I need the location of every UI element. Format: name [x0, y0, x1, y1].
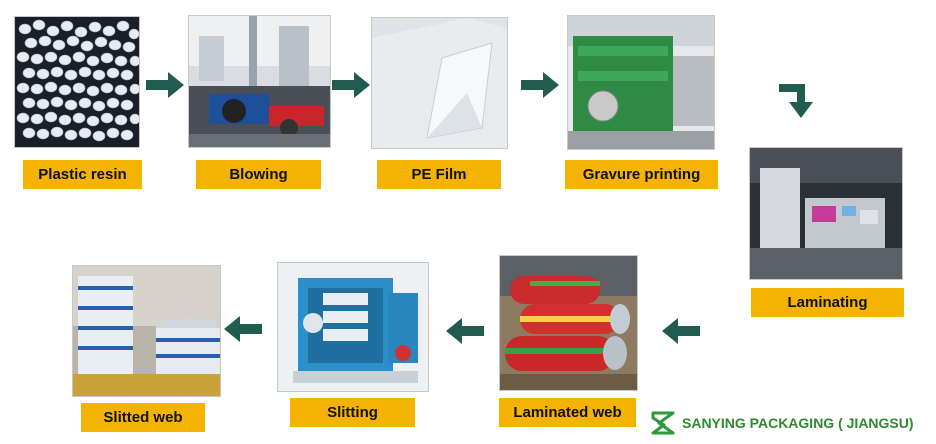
company-logo-icon — [650, 410, 676, 436]
arrow-left-icon — [446, 318, 484, 344]
arrow-right-icon — [521, 72, 559, 98]
arrow-left-icon — [662, 318, 700, 344]
arrow-turn-down-icon — [779, 80, 823, 120]
photo-slitting — [277, 262, 429, 392]
photo-plastic-resin — [14, 16, 140, 148]
brand: SANYING PACKAGING ( JIANGSU) — [650, 408, 934, 438]
photo-pe-film — [371, 17, 508, 149]
step-label-plastic-resin: Plastic resin — [23, 160, 142, 189]
step-label-laminated-web: Laminated web — [499, 398, 636, 427]
brand-name: SANYING PACKAGING ( JIANGSU) — [682, 415, 914, 431]
photo-slitted-web — [72, 265, 221, 397]
arrow-left-icon — [224, 316, 262, 342]
step-label-pe-film: PE Film — [377, 160, 501, 189]
photo-gravure-printing — [567, 15, 715, 150]
step-label-gravure-printing: Gravure printing — [565, 160, 718, 189]
arrow-right-icon — [146, 72, 184, 98]
photo-laminating — [749, 147, 903, 280]
step-label-slitting: Slitting — [290, 398, 415, 427]
step-label-blowing: Blowing — [196, 160, 321, 189]
step-label-slitted-web: Slitted web — [81, 403, 205, 432]
photo-blowing — [188, 15, 331, 148]
arrow-right-icon — [332, 72, 370, 98]
step-label-laminating: Laminating — [751, 288, 904, 317]
photo-laminated-web — [499, 255, 638, 391]
